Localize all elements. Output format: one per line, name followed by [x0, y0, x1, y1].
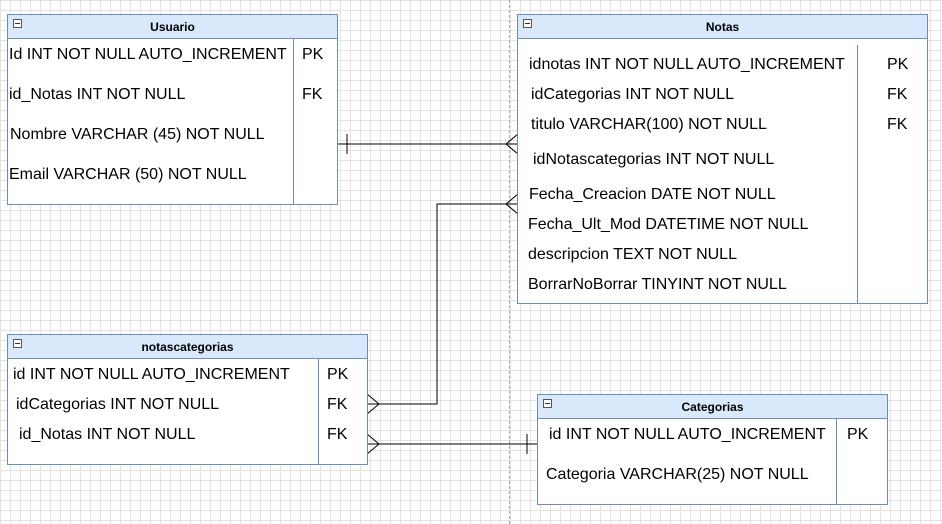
entity-notascategorias[interactable]: notascategorias id INT NOT NULL AUTO_INC…	[7, 334, 368, 465]
entity-header[interactable]: Usuario	[8, 15, 337, 39]
entity-categorias[interactable]: Categorias id INT NOT NULL AUTO_INCREMEN…	[537, 394, 888, 505]
field-text[interactable]: id_Notas INT NOT NULL	[9, 86, 186, 103]
field-text[interactable]: Fecha_Ult_Mod DATETIME NOT NULL	[528, 216, 809, 233]
entity-header[interactable]: Notas	[518, 15, 927, 39]
entity-title: Usuario	[150, 20, 195, 34]
entity-notas[interactable]: Notas idnotas INT NOT NULL AUTO_INCREMEN…	[517, 14, 928, 304]
key-badge: FK	[327, 426, 348, 443]
entity-title: notascategorias	[141, 340, 234, 354]
key-badge: PK	[847, 426, 869, 443]
field-text[interactable]: id INT NOT NULL AUTO_INCREMENT	[549, 426, 826, 443]
collapse-icon[interactable]	[523, 19, 532, 28]
field-text[interactable]: Categoria VARCHAR(25) NOT NULL	[546, 466, 809, 483]
entity-usuario[interactable]: Usuario Id INT NOT NULL AUTO_INCREMENT P…	[7, 14, 338, 205]
field-text[interactable]: Email VARCHAR (50) NOT NULL	[9, 166, 247, 183]
entity-header[interactable]: Categorias	[538, 395, 887, 419]
collapse-icon[interactable]	[13, 19, 22, 28]
key-badge: PK	[327, 366, 349, 383]
field-text[interactable]: descripcion TEXT NOT NULL	[528, 246, 737, 263]
connector-notascategorias-notas[interactable]	[367, 203, 518, 405]
collapse-icon[interactable]	[543, 399, 552, 408]
field-text[interactable]: Id INT NOT NULL AUTO_INCREMENT	[9, 46, 287, 63]
field-text[interactable]: idCategorias INT NOT NULL	[531, 86, 735, 103]
crowfoot-marker	[366, 433, 380, 455]
field-text[interactable]: Nombre VARCHAR (45) NOT NULL	[10, 126, 265, 143]
entity-title: Categorias	[681, 400, 744, 414]
key-column-divider	[318, 359, 319, 464]
crowfoot-marker	[505, 193, 519, 215]
field-text[interactable]: Fecha_Creacion DATE NOT NULL	[529, 186, 776, 203]
key-badge: FK	[327, 396, 348, 413]
key-badge: FK	[887, 116, 908, 133]
key-badge: PK	[887, 56, 909, 73]
field-text[interactable]: idNotascategorias INT NOT NULL	[533, 151, 775, 168]
field-text[interactable]: idCategorias INT NOT NULL	[16, 396, 220, 413]
crowfoot-marker	[366, 393, 380, 415]
field-text[interactable]: BorrarNoBorrar TINYINT NOT NULL	[528, 276, 787, 293]
key-badge: FK	[887, 86, 908, 103]
key-column-divider	[836, 419, 837, 504]
key-badge: FK	[302, 86, 323, 103]
key-badge: PK	[302, 46, 324, 63]
collapse-icon[interactable]	[13, 339, 22, 348]
field-text[interactable]: titulo VARCHAR(100) NOT NULL	[531, 116, 767, 133]
key-column-divider	[293, 39, 294, 204]
page-break-guide	[509, 0, 510, 524]
entity-header[interactable]: notascategorias	[8, 335, 367, 359]
key-column-divider	[857, 45, 858, 303]
field-text[interactable]: id INT NOT NULL AUTO_INCREMENT	[13, 366, 290, 383]
field-text[interactable]: id_Notas INT NOT NULL	[19, 426, 196, 443]
field-text[interactable]: idnotas INT NOT NULL AUTO_INCREMENT	[529, 56, 845, 73]
crowfoot-marker	[505, 133, 519, 155]
entity-title: Notas	[705, 20, 740, 34]
